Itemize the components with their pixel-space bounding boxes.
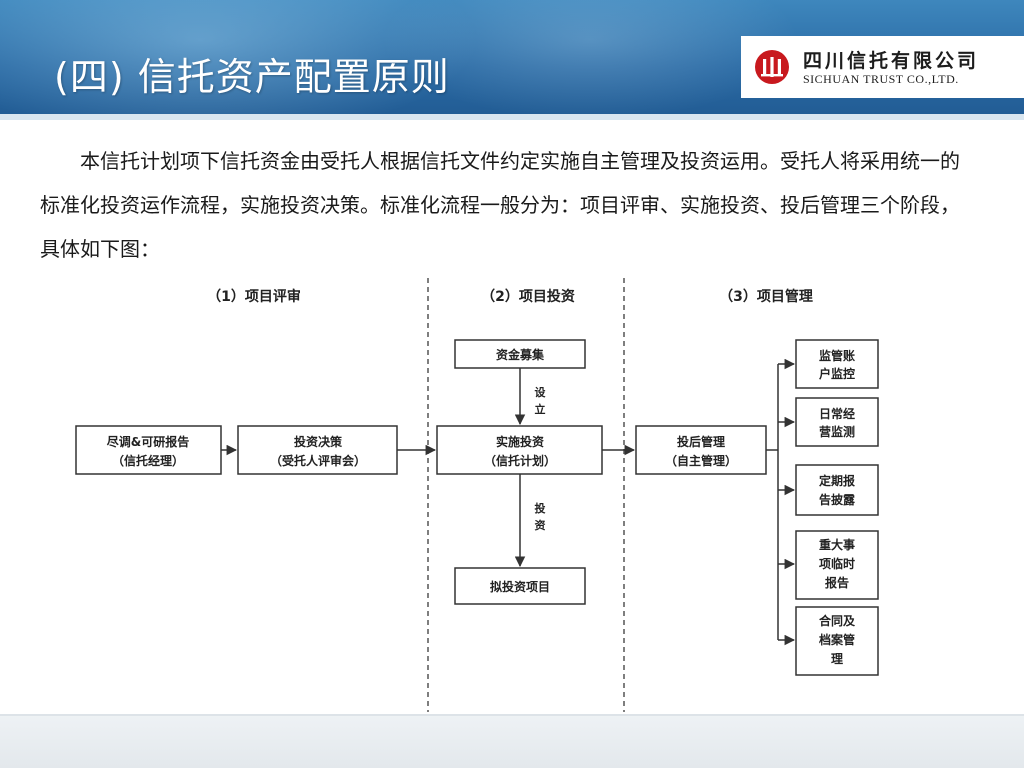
mgmt-item-major-event: 重大事 项临时 报告	[795, 530, 879, 600]
mgmt-item-5-line2: 档案管	[819, 632, 855, 647]
stage-label-manage: （3）项目管理	[719, 288, 813, 305]
box-due-diligence-line2: （信托经理）	[112, 453, 184, 468]
box-decision-line2: （受托人评审会）	[270, 453, 366, 468]
mgmt-item-periodic-report: 定期报 告披露	[795, 464, 879, 516]
intro-paragraph: 本信托计划项下信托资金由受托人根据信托文件约定实施自主管理及投资运用。受托人将采…	[40, 149, 960, 261]
box-target-project: 拟投资项目	[454, 567, 586, 605]
box-due-diligence: 尽调&可研报告 （信托经理）	[75, 425, 222, 475]
header-glow-secondary	[380, 0, 800, 120]
box-fundraise: 资金募集	[454, 339, 586, 369]
mgmt-item-4-line2: 项临时	[819, 556, 855, 571]
mgmt-item-1-line1: 监管账	[819, 348, 855, 363]
mgmt-item-daily-ops: 日常经 营监测	[795, 397, 879, 447]
box-target-label: 拟投资项目	[490, 579, 550, 594]
slide-title: (四) 信托资产配置原则	[54, 55, 450, 99]
company-logo: 四川信托有限公司 SICHUAN TRUST CO.,LTD.	[741, 36, 1024, 98]
investment-process-diagram: （1）项目评审 （2）项目投资 （3）项目管理 尽调&可研报告 （信托经理） 投…	[75, 278, 879, 712]
box-execute-line2: （信托计划）	[484, 453, 556, 468]
header-rule	[0, 114, 1024, 120]
footer-line	[0, 714, 1024, 716]
mgmt-item-5-line1: 合同及	[819, 613, 856, 628]
box-execute-line1: 实施投资	[496, 434, 544, 449]
box-due-diligence-line1: 尽调&可研报告	[107, 434, 189, 449]
stage-label-invest: （2）项目投资	[481, 288, 575, 305]
company-emblem-icon	[755, 50, 789, 84]
edge-label-invest-2: 资	[535, 518, 546, 532]
mgmt-item-4-line3: 报告	[825, 575, 849, 590]
box-post-management: 投后管理 （自主管理）	[635, 425, 767, 475]
edge-label-setup-2: 立	[535, 402, 546, 416]
company-name-cn: 四川信托有限公司	[803, 50, 980, 72]
mgmt-item-2-line1: 日常经	[819, 406, 855, 421]
box-post-mgmt-line2: （自主管理）	[665, 453, 737, 468]
mgmt-item-3-line2: 告披露	[819, 492, 856, 507]
header-glow	[0, 0, 480, 120]
edge-label-setup-1: 设	[535, 385, 547, 399]
mgmt-item-contract-archive: 合同及 档案管 理	[795, 606, 879, 676]
box-execute-investment: 实施投资 （信托计划）	[436, 425, 603, 475]
mgmt-item-5-line3: 理	[831, 652, 843, 666]
edge-label-invest-1: 投	[535, 501, 546, 515]
mgmt-item-account-monitor: 监管账 户监控	[795, 339, 879, 389]
mgmt-item-1-line2: 户监控	[819, 366, 855, 381]
mgmt-item-4-line1: 重大事	[819, 537, 855, 552]
mgmt-item-2-line2: 营监测	[819, 424, 855, 439]
mgmt-item-3-line1: 定期报	[819, 473, 855, 488]
company-name-en: SICHUAN TRUST CO.,LTD.	[803, 72, 959, 86]
slide-footer	[0, 714, 1024, 768]
box-post-mgmt-line1: 投后管理	[677, 434, 725, 449]
box-fundraise-label: 资金募集	[496, 347, 545, 362]
box-investment-decision: 投资决策 （受托人评审会）	[237, 425, 398, 475]
box-decision-line1: 投资决策	[294, 434, 343, 449]
stage-label-review: （1）项目评审	[207, 288, 301, 305]
